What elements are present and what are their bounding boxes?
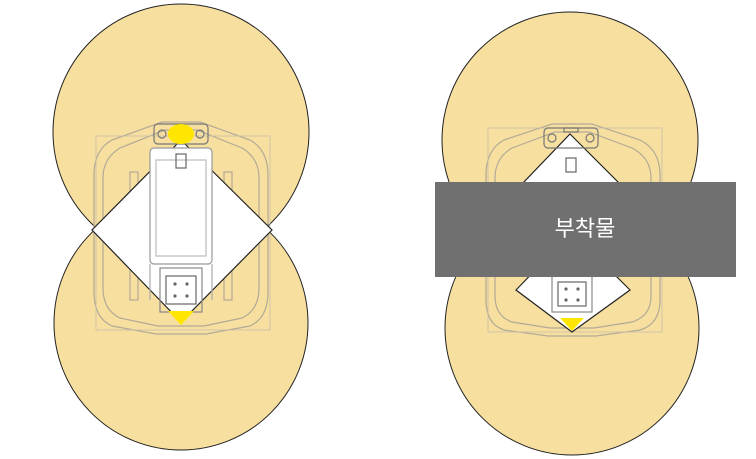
rear-sensor-marker	[560, 318, 584, 331]
front-sensor-marker	[168, 124, 194, 144]
attachment-label: 부착물	[555, 217, 616, 242]
robot-body	[149, 147, 213, 313]
front-sensor-bracket	[543, 127, 599, 149]
panel-with-attachment: 부착물	[435, 11, 736, 456]
rear-sensor-marker	[168, 311, 194, 325]
attachment-block	[435, 182, 736, 277]
panel-without-attachment	[52, 3, 310, 451]
